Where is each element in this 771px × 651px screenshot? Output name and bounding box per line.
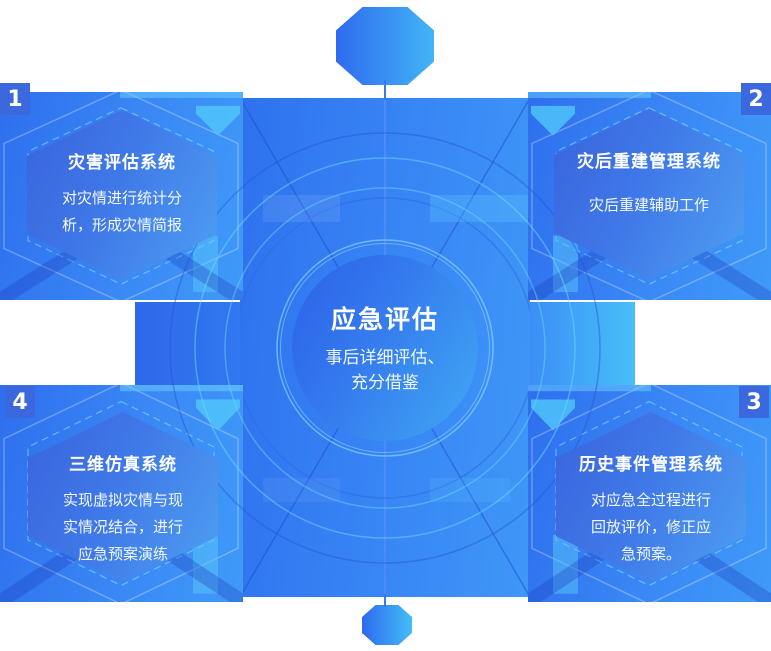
node-desc-line: 回放评价，修正应 <box>590 518 711 536</box>
node-description: 对灾情进行统计分 析，形成灾情简报 <box>27 185 217 239</box>
node-description: 实现虚拟灾情与现 实情况结合，进行 应急预案演练 <box>28 487 218 568</box>
center-desc-line: 事后详细评估、 <box>325 348 445 368</box>
number-badge-2: 2 <box>741 83 771 115</box>
node-title: 历史事件管理系统 <box>579 455 723 475</box>
center-description: 事后详细评估、 充分借鉴 <box>326 346 445 396</box>
bottom-connector-line <box>384 594 386 607</box>
node-title: 灾害评估系统 <box>68 153 176 173</box>
center-title: 应急评估 <box>330 305 439 334</box>
number-badge-1: 1 <box>0 83 30 115</box>
center-node-emergency-evaluation: 应急评估 事后详细评估、 充分借鉴 <box>280 243 490 453</box>
top-connector-line <box>384 80 386 100</box>
number-badge-4: 4 <box>5 386 35 418</box>
node-desc-line: 实现虚拟灾情与现 <box>62 491 183 509</box>
node-desc-line: 对灾情进行统计分 <box>61 189 182 207</box>
bottom-connector-octagon <box>362 605 412 645</box>
left-wing-background <box>135 302 240 388</box>
node-desc-line: 灾后重建辅助工作 <box>588 196 709 214</box>
node-description: 灾后重建辅助工作 <box>554 192 744 219</box>
node-description: 对应急全过程进行 回放评价，修正应 急预案。 <box>556 487 746 568</box>
node-desc-line: 急预案。 <box>620 545 681 563</box>
number-badge-3: 3 <box>739 386 769 418</box>
top-connector-octagon <box>336 7 434 85</box>
right-wing-background <box>530 302 635 388</box>
node-title: 三维仿真系统 <box>69 455 177 475</box>
center-desc-line: 充分借鉴 <box>351 373 419 393</box>
node-desc-line: 实情况结合，进行 <box>62 518 183 536</box>
node-desc-line: 对应急全过程进行 <box>590 491 711 509</box>
node-desc-line: 析，形成灾情简报 <box>61 216 182 234</box>
node-desc-line: 应急预案演练 <box>77 545 168 563</box>
node-title: 灾后重建管理系统 <box>577 152 721 172</box>
